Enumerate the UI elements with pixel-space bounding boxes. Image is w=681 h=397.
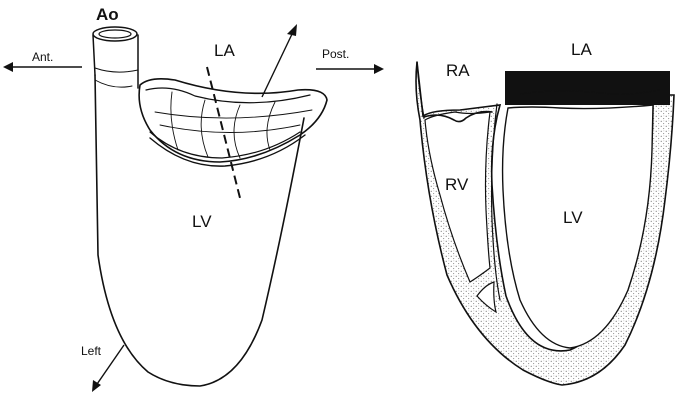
right-heart-section: RA LA RV LV xyxy=(416,40,674,385)
posterior-arrow xyxy=(316,64,384,74)
label-ant: Ant. xyxy=(32,50,53,64)
label-la-right: LA xyxy=(571,40,592,59)
label-ra: RA xyxy=(446,61,470,80)
view-direction-arrow xyxy=(262,24,297,97)
label-rv: RV xyxy=(445,175,469,194)
aorta-tube xyxy=(93,27,138,88)
left-atrium-cap xyxy=(139,79,327,166)
label-lv-right: LV xyxy=(563,208,583,227)
left-atrium-band xyxy=(505,71,670,105)
label-lv-left: LV xyxy=(192,212,212,231)
label-left-direction: Left xyxy=(81,344,102,358)
label-post: Post. xyxy=(322,47,349,61)
label-la-left: LA xyxy=(214,41,235,60)
label-ao: Ao xyxy=(96,5,119,24)
left-heart-view: Ao LA LV Ant. Post. Left xyxy=(3,5,384,392)
